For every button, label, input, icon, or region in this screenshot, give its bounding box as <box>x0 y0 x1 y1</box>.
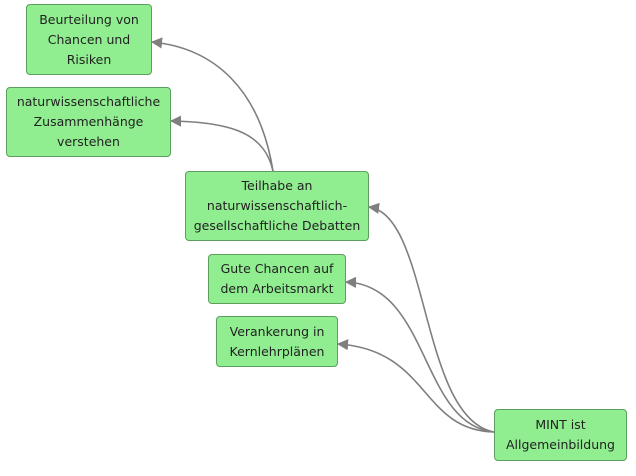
node-gute-chancen-label: Gute Chancen auf dem Arbeitsmarkt <box>220 261 334 296</box>
edge-root-to-chancen <box>344 276 495 433</box>
node-teilhabe-label: Teilhabe an naturwissenschaftlich- gesel… <box>193 178 361 233</box>
node-root-mint[interactable]: MINT ist Allgemeinbildung <box>494 409 627 461</box>
node-zusammenhaenge-label: naturwissenschaftliche Zusammenhänge ver… <box>16 94 161 149</box>
edge-root-to-verankerung <box>336 339 495 433</box>
node-root-mint-label: MINT ist Allgemeinbildung <box>506 417 615 452</box>
node-beurteilung-label: Beurteilung von Chancen und Risiken <box>39 11 139 67</box>
node-beurteilung[interactable]: Beurteilung von Chancen und Risiken <box>26 4 152 75</box>
node-gute-chancen[interactable]: Gute Chancen auf dem Arbeitsmarkt <box>208 254 346 304</box>
node-verankerung-label: Verankerung in Kernlehrplänen <box>229 323 325 359</box>
edge-root-to-teilhabe <box>367 202 495 433</box>
node-zusammenhaenge[interactable]: naturwissenschaftliche Zusammenhänge ver… <box>6 87 171 157</box>
edge-teilhabe-to-zusammenhaenge <box>169 115 274 172</box>
node-verankerung[interactable]: Verankerung in Kernlehrplänen <box>216 316 338 367</box>
node-teilhabe[interactable]: Teilhabe an naturwissenschaftlich- gesel… <box>185 171 369 241</box>
edge-teilhabe-to-beurteilung <box>150 37 274 172</box>
